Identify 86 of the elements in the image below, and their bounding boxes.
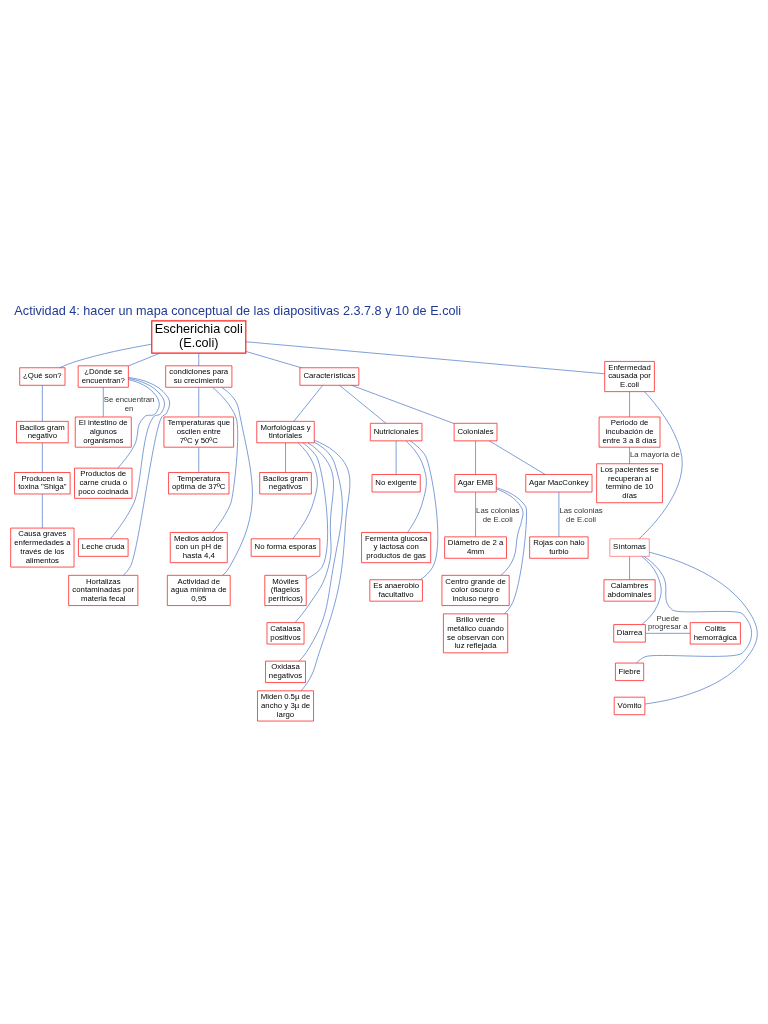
node-box: Características [299,367,360,386]
connector [351,384,455,424]
connector [117,379,160,469]
connector [110,378,165,539]
node-box: Bacilos gram negativo [16,420,69,444]
connector [42,442,43,473]
connector [636,556,752,664]
connector [123,377,170,576]
node-box: Oxidasa negativos [265,660,306,683]
connector [475,491,476,538]
node-box: No forma esporas [250,538,321,557]
node-box: Producen la toxina "Shiga" [14,472,71,495]
node-box: Rojas con halo turbio [529,536,589,559]
node-box: Diarrea [613,624,646,643]
connector [245,341,605,375]
edge-label: Se encuentran en [103,394,155,413]
edge-label: Las colonias de E.coli [476,505,520,524]
connector [302,442,328,580]
edge-label: Las colonias de E.coli [559,505,603,524]
node-box: Productos de carne cruda o poco cocinada [74,467,133,499]
node-box: Vómito [613,696,646,716]
connector [629,446,630,465]
node-box: Hortalizas contaminadas por materia fecal [68,574,139,606]
node-box: Brillo verde metálico cuando se observan con luz reflejada [443,613,509,654]
node-box: Agar MacConkey [525,474,593,493]
node-box: No exigente [371,474,421,493]
connector [221,387,253,576]
connector [489,440,546,475]
edge-label: La mayoría de [630,450,680,460]
node-box: Nutricionales [369,422,423,442]
connector [128,352,161,367]
node-box: Leche cruda [78,538,129,557]
node-box: Actividad de agua mínima de 0,95 [166,574,231,606]
connector [645,633,691,634]
connector [300,439,351,692]
node-box: Agar EMB [454,474,497,493]
connector [42,384,43,422]
node-box: Medios ácidos con un pH de hasta 4,4 [169,532,228,564]
connector [285,442,286,473]
node-box: Catalasa positivos [266,622,305,645]
node-box: Colitis hemorrágica [689,622,741,645]
node-box: Fermenta glucosa y lactosa con productos de gas [361,532,432,564]
connector [212,387,239,533]
connector [496,487,527,615]
edge-label: Puede progresar a [647,613,688,632]
node-box: El intestino de algunos organismos [74,416,132,448]
node-box: Enfermedad causada por E.coli [604,361,655,393]
connector [409,440,439,581]
connector [42,493,43,529]
node-box: ¿Qué son? [19,367,66,386]
connector [293,384,324,422]
node-box: condiciones para su crecimiento [165,365,233,388]
node-box: Escherichia coli (E.coli) [151,320,247,354]
connector [294,442,334,623]
node-box: Miden 0.5µ de ancho y 3µ de largo [257,690,314,722]
connector [641,556,662,625]
connector [496,488,524,576]
node-box: Móviles (flagelos perítricos) [264,574,307,606]
diagram-title: Actividad 4: hacer un mapa conceptual de las diapositivas 2.3.7.8 y 10 de E.coli [14,304,462,319]
node-box: Es anaerobio facultativo [369,579,423,602]
connector [629,391,630,418]
connector [405,440,427,533]
connector [245,351,302,369]
node-box: Calambres abdominales [603,579,656,602]
connector [475,440,476,475]
node-box: Centro grande de color oscuro e incluso negro [441,574,510,606]
node-box: Temperaturas que oscilen entre 7ºC y 50ºC [163,416,234,448]
connector [339,384,387,424]
connector [102,386,104,418]
node-box: Fiebre [615,662,645,681]
connector [59,343,152,369]
connector [298,441,343,662]
node-box: Causa graves enfermedades a través de los alimentos [10,527,75,568]
node-box: Bacilos gram negativos [259,472,312,495]
node-box: Temperatura optima de 37ºC [168,472,230,495]
node-box: Los pacientes se recuperan al termino de 10 días [596,463,663,504]
connector [629,556,630,581]
node-box: Diámetro de 2 a 4mm [444,536,507,559]
connector [644,551,758,705]
node-box: Coloniales [453,422,498,442]
connector [638,391,683,540]
connector [292,442,318,540]
node-box: Periodo de incubación de entre 3 a 8 días [598,416,661,448]
node-box: Morfológicas y tintoriales [256,420,315,444]
node-box: ¿Dónde se encuentran? [77,365,129,388]
node-box: Síntomas [609,538,650,557]
